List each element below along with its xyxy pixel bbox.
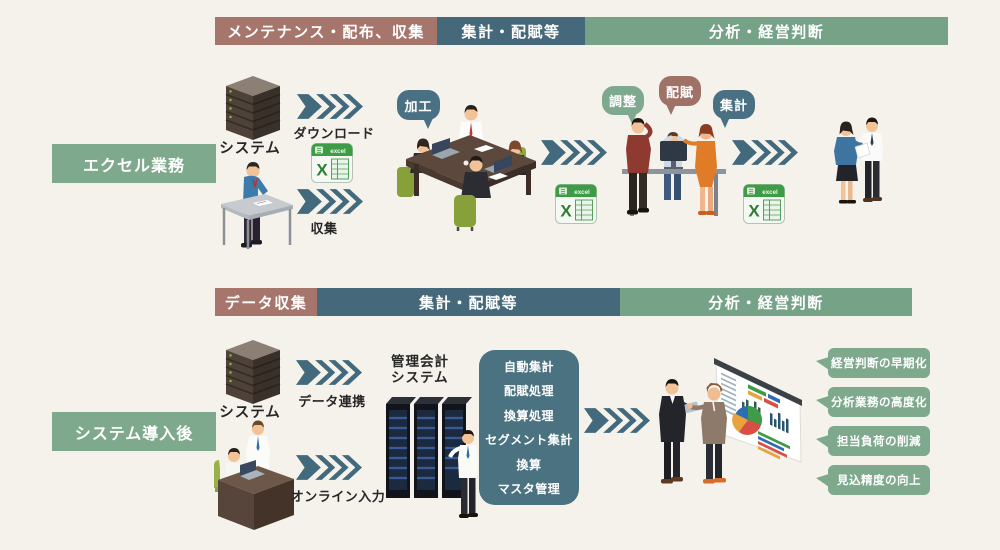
function-conversion-processing: 換算処理 <box>503 408 554 423</box>
benefit-tag-forecast-accuracy: 見込精度の向上 <box>816 465 930 495</box>
flow-arrow-to-analysis <box>732 139 798 166</box>
managers-reviewing-illustration <box>834 117 883 204</box>
rack-2 <box>414 397 444 498</box>
benefit-tag-advanced-analysis-text: 分析業務の高度化 <box>831 397 927 409</box>
server-tower-icon <box>225 76 281 140</box>
benefit-tag-advanced-analysis: 分析業務の高度化 <box>816 387 930 417</box>
bubble-allocate-text: 配賦 <box>665 84 694 100</box>
flow-chevron-icon <box>296 455 362 480</box>
row2-header-collection: データ収集 <box>215 288 317 316</box>
server-tower-icon <box>225 340 281 404</box>
function-auto-aggregation: 自動集計 <box>503 359 554 374</box>
excel-icon-wordmark: excel <box>330 148 346 155</box>
benefit-tag-faster-decisions: 経営判断の早期化 <box>816 348 930 378</box>
excel-icon-wordmark: excel <box>762 189 778 196</box>
excel-icon-wordmark: excel <box>574 189 590 196</box>
worker-at-desk-illustration <box>221 162 293 249</box>
row1-header-maintenance-label: メンテナンス・配布、収集 <box>227 23 425 41</box>
flow-chevron-icon <box>297 189 363 214</box>
flow-chevron-icon <box>297 94 363 119</box>
row1-system-label: システム <box>219 137 281 158</box>
speech-bubble-allocate: 配賦 <box>659 76 701 115</box>
function-master-management: マスタ管理 <box>497 482 561 497</box>
benefit-tag-forecast-accuracy-text: 見込精度の向上 <box>837 475 921 487</box>
row2-system-label-text: システム <box>219 405 281 421</box>
benefit-tag-faster-decisions-text: 経営判断の早期化 <box>831 358 927 370</box>
row1-side-label-text: エクセル業務 <box>82 157 185 175</box>
mgmt-system-label-line1: 管理会計 <box>391 354 449 369</box>
benefit-tag-reduced-workload: 担当負荷の削減 <box>816 426 930 456</box>
row2-side-label-text: システム導入後 <box>74 425 194 443</box>
download-label: ダウンロード <box>292 123 376 142</box>
row1-system-label-text: システム <box>219 141 281 157</box>
speech-bubble-aggregate: 集計 <box>713 90 755 128</box>
row2-header-analysis: 分析・経営判断 <box>620 288 912 316</box>
flow-chevron-icon <box>732 140 798 165</box>
row2-system-label: システム <box>219 401 281 422</box>
flow-chevron-icon <box>296 360 362 385</box>
flow-arrow-to-analysis-row2 <box>584 407 650 434</box>
row1-header-analysis: 分析・経営判断 <box>585 17 948 45</box>
benefit-tag-reduced-workload-text: 担当負荷の削減 <box>837 436 921 448</box>
flow-arrow-data-link <box>296 359 362 386</box>
row2-header-analysis-label: 分析・経営判断 <box>708 294 824 312</box>
excel-icon-x-glyph: X <box>316 161 328 180</box>
row2-side-label: システム導入後 <box>52 412 216 451</box>
row2-header-aggregation: 集計・配賦等 <box>317 288 620 316</box>
row1-header-aggregation: 集計・配賦等 <box>437 17 585 45</box>
row1-side-label: エクセル業務 <box>52 144 216 183</box>
team-at-computer-illustration <box>622 118 726 216</box>
server-racks-illustration <box>386 397 478 518</box>
online-input-label: オンライン入力 <box>286 486 390 505</box>
function-conversion: 換算 <box>516 457 542 472</box>
flow-arrow-collect <box>297 188 363 215</box>
flow-arrow-to-aggregation <box>541 139 607 166</box>
function-segment-aggregation: セグメント集計 <box>485 433 573 448</box>
flow-chevron-icon <box>584 408 650 433</box>
server-tower-icon <box>224 74 282 147</box>
flow-arrow-download <box>297 93 363 120</box>
data-link-label: データ連携 <box>288 391 376 410</box>
mgmt-system-label-line2: システム <box>391 369 449 385</box>
board-charts <box>721 372 790 460</box>
row1-header-maintenance: メンテナンス・配布、収集 <box>215 17 437 45</box>
flow-chevron-icon <box>541 140 607 165</box>
excel-icon-x-glyph: X <box>560 202 572 221</box>
online-input-label-text: オンライン入力 <box>290 489 386 504</box>
bubble-processing-text: 加工 <box>404 98 433 114</box>
download-label-text: ダウンロード <box>293 126 375 141</box>
mgmt-system-label: 管理会計 システム <box>391 354 449 385</box>
meeting-table-illustration <box>397 105 536 231</box>
collect-label-text: 収集 <box>310 221 338 236</box>
row1-header-aggregation-label: 集計・配賦等 <box>461 23 561 41</box>
bubble-adjust-text: 調整 <box>608 94 637 109</box>
rack-1 <box>386 397 416 498</box>
row2-header-collection-label: データ収集 <box>224 294 308 312</box>
bubble-aggregate-text: 集計 <box>719 98 748 113</box>
speech-bubble-processing: 加工 <box>397 90 440 129</box>
row2-header-aggregation-label: 集計・配賦等 <box>418 294 518 312</box>
online-entry-desk-illustration <box>214 420 294 530</box>
row1-header-analysis-label: 分析・経営判断 <box>708 23 825 41</box>
function-allocation: 配賦処理 <box>503 384 554 399</box>
data-link-label-text: データ連携 <box>298 394 366 409</box>
collect-label: 収集 <box>290 218 358 237</box>
system-functions-panel: 自動集計 配賦処理 換算処理 セグメント集計 換算 マスタ管理 <box>479 350 579 505</box>
flow-arrow-online-input <box>296 454 362 481</box>
speech-bubble-adjust: 調整 <box>602 86 644 124</box>
excel-icon-x-glyph: X <box>748 202 760 221</box>
analysis-presentation-illustration <box>659 358 802 484</box>
server-tower-icon-row2 <box>224 338 282 411</box>
